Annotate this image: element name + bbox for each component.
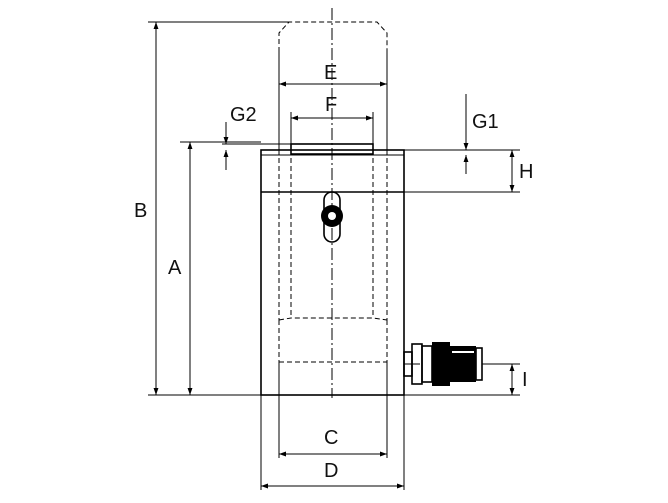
dimension-lines bbox=[153, 22, 515, 489]
label-g2: G2 bbox=[230, 104, 257, 126]
coupler-end bbox=[475, 347, 483, 381]
label-g1: G1 bbox=[472, 111, 499, 133]
label-e: E bbox=[324, 62, 337, 84]
handle-knob-center bbox=[328, 212, 336, 220]
coupler-collar bbox=[421, 345, 433, 383]
label-f: F bbox=[325, 94, 337, 116]
hidden-lines bbox=[278, 21, 388, 363]
label-a: A bbox=[168, 257, 182, 279]
label-h: H bbox=[519, 161, 533, 183]
plunger-bottom-line bbox=[278, 317, 388, 321]
label-b: B bbox=[134, 200, 147, 222]
label-d: D bbox=[324, 460, 338, 482]
coupler-body bbox=[432, 342, 450, 386]
label-i: I bbox=[522, 369, 528, 391]
label-c: C bbox=[324, 427, 338, 449]
carry-handle bbox=[321, 191, 343, 243]
dimension-labels: B A E F G2 G1 H I C D bbox=[134, 62, 533, 482]
extended-plunger-outline bbox=[278, 21, 388, 52]
extension-lines bbox=[148, 21, 520, 490]
